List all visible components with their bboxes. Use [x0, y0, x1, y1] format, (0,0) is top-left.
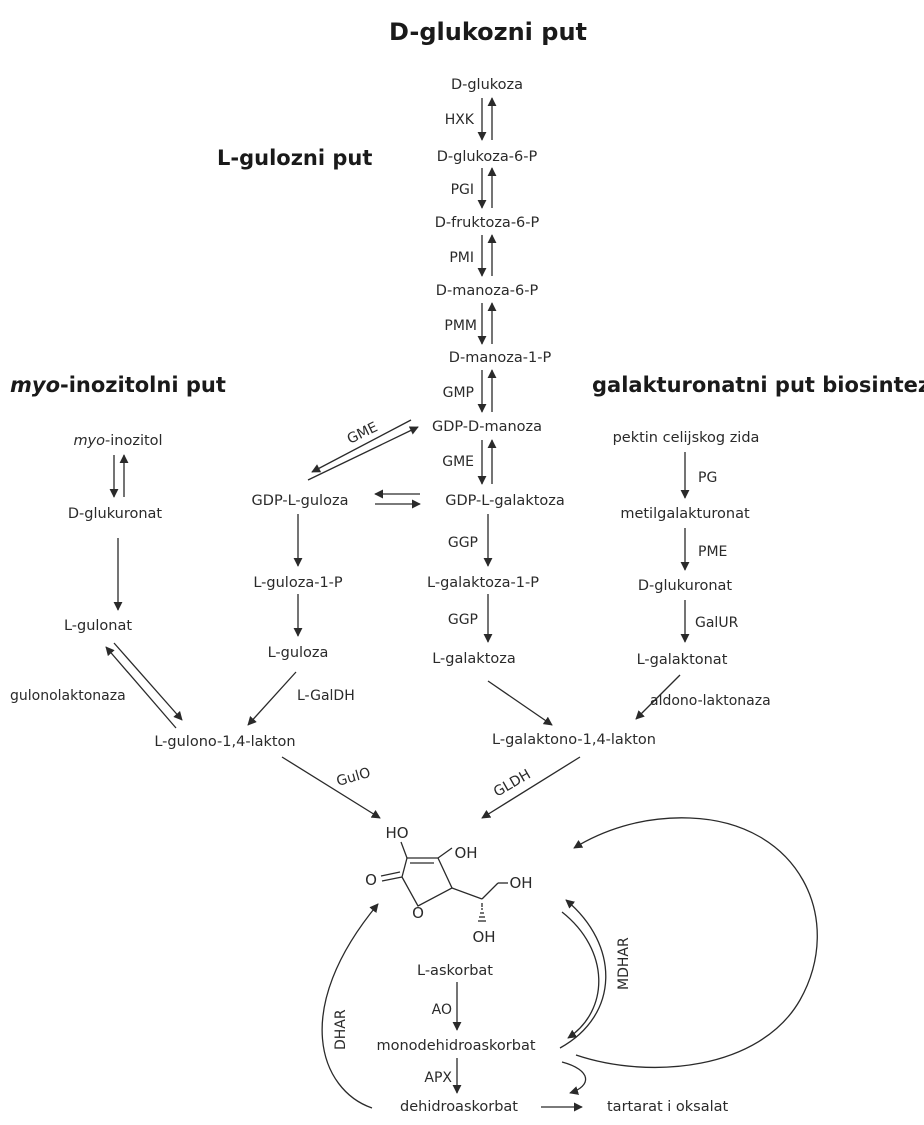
node-myo-inozitol: myo-inozitol [73, 433, 162, 449]
node-l-gulono-lakton: L-gulono-1,4-lakton [154, 734, 295, 750]
node-l-galaktonat: L-galaktonat [637, 652, 728, 668]
node-tartarat-i-oksalat: tartarat i oksalat [607, 1099, 729, 1115]
node-d-manoza-6p: D-manoza-6-P [436, 283, 539, 299]
enzyme-apx: APX [424, 1070, 452, 1086]
node-l-galaktoza: L-galaktoza [432, 651, 516, 667]
atom-ho: HO [385, 824, 408, 842]
title-l-gulose-pathway: L-gulozni put [217, 146, 372, 170]
enzyme-pgi: PGI [451, 182, 474, 198]
node-l-galaktoza-1p: L-galaktoza-1-P [427, 575, 539, 591]
enzyme-aldono-laktonaza: aldono-laktonaza [650, 693, 771, 709]
enzyme-galur: GalUR [695, 615, 739, 631]
atom-oh-side: OH [509, 874, 532, 892]
enzyme-gulonolaktonaza: gulonolaktonaza [10, 688, 126, 704]
title-myo-italic: myo [10, 373, 60, 397]
enzyme-l-galdh: L-GalDH [297, 688, 355, 704]
node-l-galaktono-lakton: L-galaktono-1,4-lakton [492, 732, 656, 748]
node-myo-rest: -inozitol [105, 433, 163, 449]
enzyme-pmi: PMI [449, 250, 474, 266]
reaction-arrows-glucose [477, 97, 553, 726]
enzyme-gulo: GulO [335, 765, 373, 790]
enzyme-ggp-2: GGP [448, 612, 478, 628]
enzyme-dhar: DHAR [333, 1009, 349, 1050]
node-pektin: pektin celijskog zida [613, 430, 760, 446]
node-dehidroaskorbat: dehidroaskorbat [400, 1099, 518, 1115]
node-metilgalakturonat: metilgalakturonat [620, 506, 750, 522]
title-myo-inositol-pathway: myo-inozitolni put [10, 373, 226, 397]
node-d-glukuronat-right: D-glukuronat [638, 578, 733, 594]
enzyme-ggp-1: GGP [448, 535, 478, 551]
ascorbic-acid-structure [380, 841, 508, 922]
node-l-guloza-1p: L-guloza-1-P [253, 575, 343, 591]
atom-o-ring: O [412, 904, 424, 922]
node-l-askorbat: L-askorbat [417, 963, 493, 979]
node-l-guloza: L-guloza [268, 645, 329, 661]
node-d-glukoza-6p: D-glukoza-6-P [437, 149, 538, 165]
node-gdp-l-galaktoza: GDP-L-galaktoza [445, 493, 565, 509]
atom-oh-bottom: OH [472, 928, 495, 946]
node-gdp-d-manoza: GDP-D-manoza [432, 419, 542, 435]
enzyme-pg: PG [698, 470, 717, 486]
enzyme-pmm: PMM [444, 318, 477, 334]
reaction-arrows-galacturonate [635, 452, 690, 720]
node-myo-italic: myo [73, 433, 105, 449]
enzyme-gme-diagonal: GME [345, 419, 381, 447]
enzyme-mdhar: MDHAR [616, 937, 632, 990]
title-myo-rest: -inozitolni put [60, 373, 226, 397]
node-d-fruktoza-6p: D-fruktoza-6-P [435, 215, 540, 231]
atom-oh-ring: OH [454, 844, 477, 862]
title-galacturonate-pathway: galakturonatni put biosinteze [592, 373, 924, 397]
node-d-glukuronat-left: D-glukuronat [68, 506, 163, 522]
enzyme-pme: PME [698, 544, 727, 560]
enzyme-gmp: GMP [443, 385, 474, 401]
title-d-glucose-pathway: D-glukozni put [389, 18, 587, 46]
reaction-arrows-to-ascorbate [281, 756, 581, 819]
enzyme-gldh: GLDH [491, 767, 534, 801]
reaction-arrows-myo [105, 454, 183, 729]
node-monodehidroaskorbat: monodehidroaskorbat [376, 1038, 535, 1054]
node-l-gulonat: L-gulonat [64, 618, 132, 634]
node-d-manoza-1p: D-manoza-1-P [449, 350, 552, 366]
enzyme-hxk: HXK [445, 112, 475, 128]
enzyme-gme-vertical: GME [442, 454, 474, 470]
node-gdp-l-guloza: GDP-L-guloza [252, 493, 349, 509]
atom-o-carbonyl: O [365, 871, 377, 889]
enzyme-ao: AO [432, 1002, 452, 1018]
reaction-arrows-gulose [247, 419, 421, 726]
node-d-glukoza: D-glukoza [451, 77, 523, 93]
reaction-arrows-cycle [321, 817, 818, 1112]
